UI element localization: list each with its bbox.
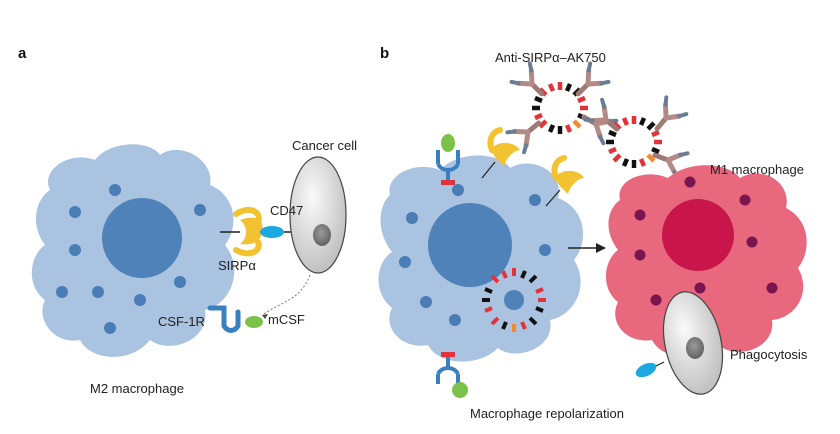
m1-macrophage: [605, 165, 807, 358]
m1-granules: [634, 176, 778, 306]
label-m2-macrophage: M2 macrophage: [90, 381, 184, 396]
label-antibody: Anti-SIRPα–AK750: [495, 50, 606, 65]
csf1r-receptor-b-top: [436, 134, 460, 185]
cd47-ligand-b: [635, 362, 657, 378]
label-mcsf: mCSF: [268, 312, 305, 327]
m2-macrophage-b: [378, 155, 584, 362]
cancer-cell-b: [662, 291, 724, 395]
m2-nucleus: [102, 198, 182, 278]
panel-label-a: a: [18, 45, 27, 62]
m2-granules-b: [399, 184, 551, 326]
mcsf-ligand-a: [245, 316, 263, 328]
label-repolarization: Macrophage repolarization: [470, 406, 624, 421]
m2-macrophage-a: [31, 144, 235, 357]
internalized-nanoparticle: [482, 268, 546, 332]
m2-granules: [56, 184, 206, 334]
cancer-cell-a: [289, 156, 347, 274]
csf1r-receptor-b-bottom: [436, 352, 468, 398]
label-cancer-cell: Cancer cell: [292, 138, 357, 153]
sirpa-receptor-b1: [481, 127, 520, 179]
label-csf1r: CSF-1R: [158, 314, 205, 329]
antibody-nanoparticle-1: [507, 63, 616, 152]
label-m1-macrophage: M1 macrophage: [710, 162, 804, 177]
label-phagocytosis: Phagocytosis: [730, 347, 808, 362]
antibody-nanoparticle-2: [585, 97, 687, 177]
sirpa-receptor-b2: [545, 155, 584, 207]
label-cd47: CD47: [270, 203, 303, 218]
label-sirpa: SIRPα: [218, 258, 256, 273]
csf1r-receptor-a: [207, 305, 241, 333]
panel-label-b: b: [380, 45, 389, 62]
m2-nucleus-b: [428, 203, 512, 287]
cd47-ligand-a: [260, 226, 284, 238]
m1-nucleus: [662, 199, 734, 271]
